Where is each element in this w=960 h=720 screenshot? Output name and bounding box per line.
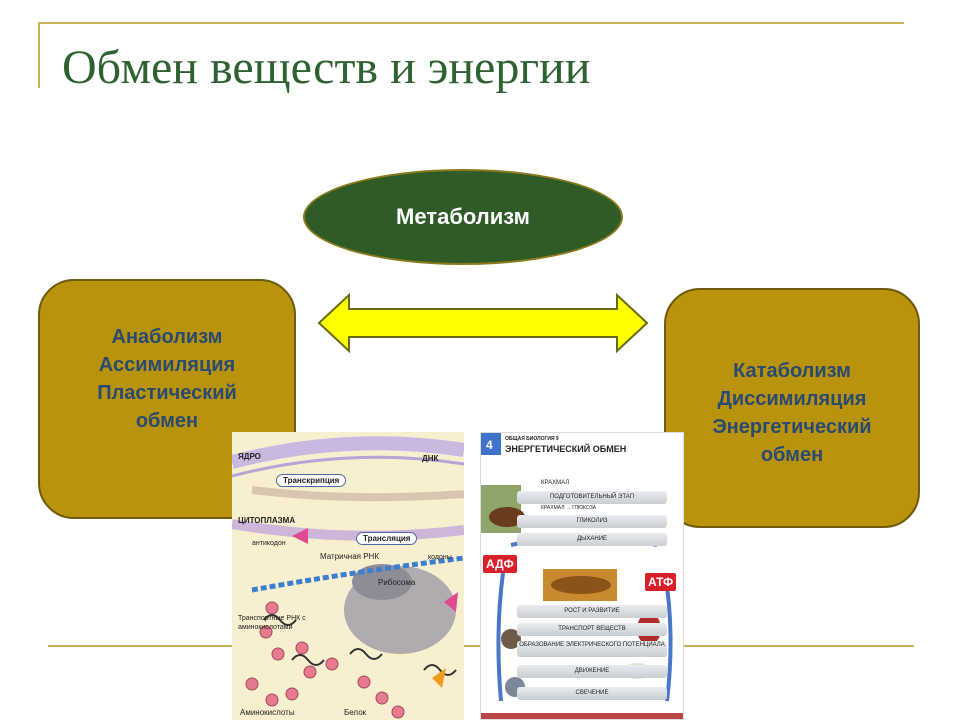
catabolism-line-2: Диссимиляция [717, 388, 867, 410]
label-protein: Белок [344, 708, 367, 717]
label-translation: Трансляция [356, 532, 418, 545]
label-anticodon: антикодон [252, 540, 286, 547]
poster-step-growth: РОСТ И РАЗВИТИЕ [517, 605, 667, 618]
poster-step-potential: ОБРАЗОВАНИЕ ЭЛЕКТРИЧЕСКОГО ПОТЕНЦИАЛА [517, 641, 667, 657]
anabolism-line-2: Ассимиляция [98, 354, 236, 376]
label-ribosome: Рибосома [378, 578, 416, 587]
poster-step-transport: ТРАНСПОРТ ВЕЩЕСТВ [517, 623, 667, 636]
poster-step-starch-glucose: КРАХМАЛ → ГЛЮКОЗА [541, 505, 597, 511]
catabolism-line-1: Катаболизм [733, 360, 851, 382]
catabolism-line-3: Энергетический [712, 416, 872, 438]
catabolism-text: Катаболизм Диссимиляция Энергетический о… [712, 357, 871, 469]
label-amino-acids: Аминокислоты [240, 708, 295, 717]
label-trna: Транспортные РНК с аминокислотами [238, 615, 306, 631]
label-codons: кодоны [428, 554, 452, 561]
label-transcription: Транскрипция [276, 474, 347, 487]
double-arrow-shape [317, 292, 649, 354]
poster-step-glycolysis: ГЛИКОЛИЗ [517, 515, 667, 528]
label-nucleus: ЯДРО [238, 452, 261, 461]
poster-heading: ЭНЕРГЕТИЧЕСКИЙ ОБМЕН [505, 444, 627, 454]
catabolism-line-4: обмен [760, 444, 824, 466]
slide-title: Обмен веществ и энергии [62, 41, 591, 94]
poster-series-label: ОБЩАЯ БИОЛОГИЯ 9 [505, 436, 559, 442]
label-dna: ДНК [422, 454, 439, 463]
poster-adp-badge: АДФ [483, 555, 517, 573]
label-cytoplasm: ЦИТОПЛАЗМА [238, 516, 296, 525]
frame-left-line [38, 22, 40, 88]
energy-metabolism-poster: ОБЩАЯ БИОЛОГИЯ 9 4 ЭНЕРГЕТИЧЕСКИЙ ОБМЕН … [480, 432, 684, 720]
poster-step-prep: ПОДГОТОВИТЕЛЬНЫЙ ЭТАП [517, 491, 667, 504]
anabolism-line-3: Пластический [97, 382, 237, 404]
poster-step-luminescence: СВЕЧЕНИЕ [517, 687, 667, 700]
frame-top-line [38, 22, 904, 24]
label-mrna: Матричная РНК [320, 552, 379, 561]
metabolism-ellipse: Метаболизм [303, 169, 623, 265]
poster-step-movement: ДВИЖЕНИЕ [517, 665, 667, 678]
metabolism-label: Метаболизм [396, 204, 530, 229]
anabolism-box: Анаболизм Ассимиляция Пластический обмен [38, 279, 296, 519]
poster-step-starch: КРАХМАЛ [541, 480, 570, 486]
poster-atp-badge: АТФ [645, 573, 677, 591]
double-headed-arrow [317, 292, 649, 354]
anabolism-line-1: Анаболизм [111, 326, 223, 348]
poster-step-respiration: ДЫХАНИЕ [517, 533, 667, 546]
poster-number: 4 [486, 438, 493, 452]
protein-synthesis-illustration: ЯДРО ДНК Транскрипция ЦИТОПЛАЗМА Трансля… [232, 432, 464, 720]
anabolism-text: Анаболизм Ассимиляция Пластический обмен [97, 323, 237, 435]
anabolism-line-4: обмен [135, 410, 199, 432]
protein-synthesis-drawing [232, 436, 464, 719]
catabolism-box: Катаболизм Диссимиляция Энергетический о… [664, 288, 920, 528]
